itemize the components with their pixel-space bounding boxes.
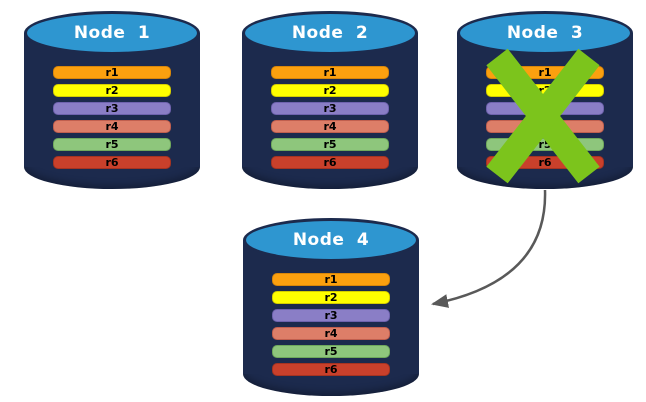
record-bar: r5 [272,345,390,358]
record-stack: r1 r2 r3 r4 r5 r6 [486,66,604,176]
record-bar: r2 [271,84,389,97]
record-label: r1 [323,66,337,79]
db-node-3: Node 3 r1 r2 r3 r4 r5 r6 [457,11,633,189]
record-label: r3 [324,309,338,322]
record-label: r4 [323,120,337,133]
record-label: r3 [323,102,337,115]
cylinder-top: Node 1 [24,11,200,55]
record-label: r3 [105,102,119,115]
record-bar: r2 [53,84,171,97]
arrow-curve [431,189,547,308]
record-stack: r1 r2 r3 r4 r5 r6 [271,66,389,176]
record-label: r2 [323,84,337,97]
record-bar: r1 [271,66,389,79]
record-label: r5 [538,138,552,151]
record-bar: r4 [271,120,389,133]
cylinder-top: Node 3 [457,11,633,55]
record-label: r2 [538,84,552,97]
record-bar: r2 [272,291,390,304]
record-bar: r3 [272,309,390,322]
record-bar: r3 [486,102,604,115]
record-bar: r6 [486,156,604,169]
db-node-2: Node 2 r1 r2 r3 r4 r5 r6 [242,11,418,189]
record-label: r3 [538,102,552,115]
db-node-4: Node 4 r1 r2 r3 r4 r5 r6 [243,218,419,396]
record-stack: r1 r2 r3 r4 r5 r6 [272,273,390,383]
record-bar: r6 [271,156,389,169]
record-bar: r6 [272,363,390,376]
record-bar: r5 [53,138,171,151]
record-label: r6 [538,156,552,169]
record-bar: r1 [272,273,390,286]
record-bar: r3 [271,102,389,115]
record-bar: r5 [486,138,604,151]
record-label: r6 [323,156,337,169]
record-label: r4 [105,120,119,133]
record-bar: r3 [53,102,171,115]
record-bar: r6 [53,156,171,169]
record-label: r5 [324,345,338,358]
failover-arrow [431,189,547,308]
record-bar: r4 [53,120,171,133]
node-title: Node 2 [291,23,369,43]
record-bar: r1 [53,66,171,79]
record-label: r5 [323,138,337,151]
record-bar: r5 [271,138,389,151]
record-label: r4 [538,120,552,133]
record-label: r2 [105,84,119,97]
record-label: r1 [105,66,119,79]
node-title: Node 3 [506,23,584,43]
record-bar: r4 [486,120,604,133]
record-bar: r1 [486,66,604,79]
record-bar: r4 [272,327,390,340]
node-title: Node 1 [73,23,151,43]
node-title: Node 4 [292,230,370,250]
cylinder-top: Node 4 [243,218,419,262]
record-label: r4 [324,327,338,340]
record-stack: r1 r2 r3 r4 r5 r6 [53,66,171,176]
record-label: r1 [324,273,338,286]
record-label: r6 [105,156,119,169]
record-label: r1 [538,66,552,79]
record-label: r6 [324,363,338,376]
record-label: r2 [324,291,338,304]
record-bar: r2 [486,84,604,97]
db-node-1: Node 1 r1 r2 r3 r4 r5 r6 [24,11,200,189]
cylinder-top: Node 2 [242,11,418,55]
record-label: r5 [105,138,119,151]
